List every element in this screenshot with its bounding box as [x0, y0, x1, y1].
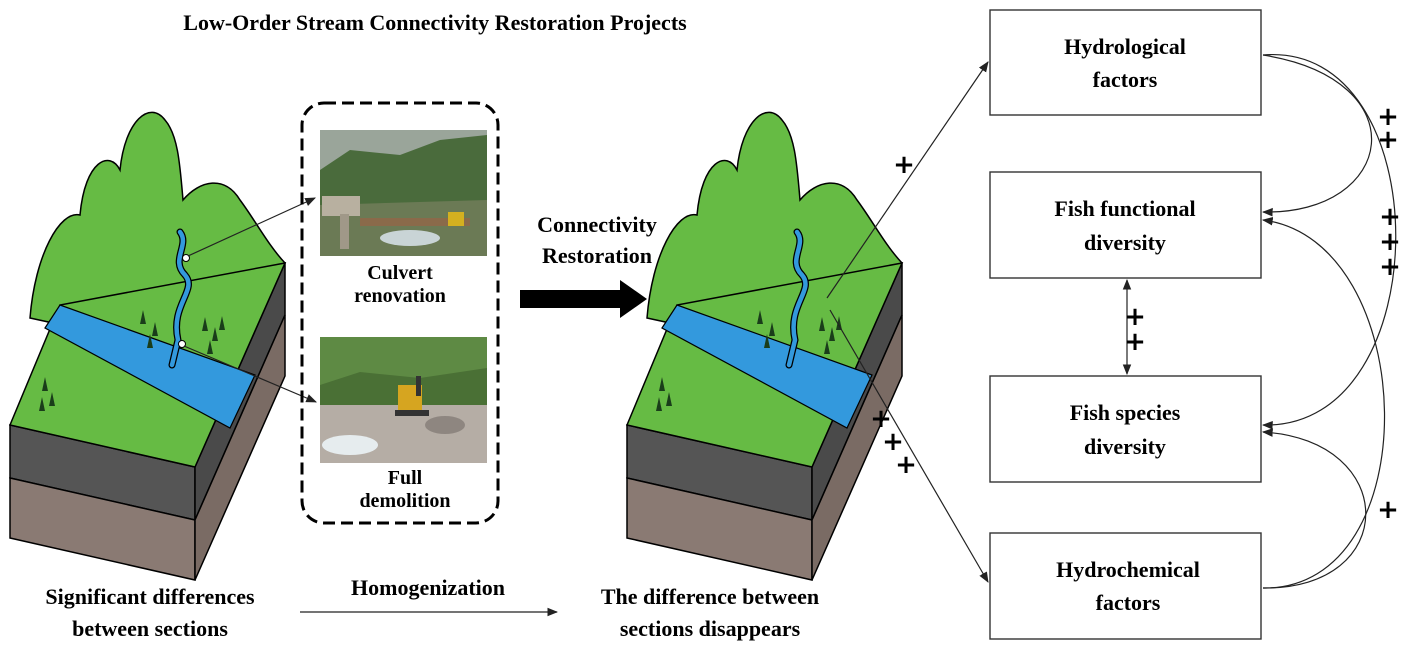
arc-hydrochem-to-species [1261, 428, 1367, 589]
homogenization-label: Homogenization [351, 575, 505, 600]
plus-markers: + + + + + + + + + + + + [870, 102, 1401, 525]
hydrochemical-line1: Hydrochemical [1056, 557, 1200, 582]
arrow-to-demolition-photo [183, 345, 317, 403]
box-hydrological: Hydrological factors [989, 9, 1262, 116]
demolition-label-line2: demolition [359, 490, 450, 512]
plus-hydrochemical-2: + [882, 427, 904, 457]
landscape-after [627, 112, 902, 580]
box-fish-species: Fish species diversity [989, 375, 1262, 483]
arrow-to-culvert-photo [187, 197, 316, 257]
plus-hydrological: + [893, 150, 915, 180]
restoration-label-line2: Restoration [542, 243, 652, 268]
plus-hydro-species-3: + [1379, 252, 1401, 282]
fish-functional-line2: diversity [1084, 230, 1166, 255]
plus-hydrochem-species: + [1377, 495, 1399, 525]
demolition-photo [320, 337, 487, 463]
restoration-label-line1: Connectivity [537, 212, 657, 237]
culvert-photo [320, 130, 487, 256]
box-hydrochemical: Hydrochemical factors [989, 532, 1262, 640]
plus-hydrochemical-1: + [870, 404, 892, 434]
fish-functional-line1: Fish functional [1054, 196, 1195, 221]
fish-species-line2: diversity [1084, 434, 1166, 459]
culvert-label-line2: renovation [354, 285, 446, 307]
box-fish-functional: Fish functional diversity [989, 171, 1262, 279]
fish-species-line1: Fish species [1070, 400, 1181, 425]
arc-hydrochem-to-functional [1261, 216, 1386, 589]
plus-functional-species-1: + [1124, 302, 1146, 332]
culvert-label-line1: Culvert [367, 262, 433, 284]
hydrological-line1: Hydrological [1064, 34, 1186, 59]
arc-hydro-to-functional [1261, 54, 1373, 217]
before-state-line1: Significant differences [45, 584, 255, 609]
before-state-line2: between sections [72, 616, 228, 641]
landscape-before [10, 112, 285, 580]
demolition-label-line1: Full [388, 467, 423, 489]
restoration-arrow [520, 280, 647, 318]
plus-hydro-functional-2: + [1377, 125, 1399, 155]
plus-hydro-functional-1: + [1377, 102, 1399, 132]
arrow-to-hydrological [826, 61, 989, 299]
diagram-title: Low-Order Stream Connectivity Restoratio… [183, 10, 687, 35]
plus-functional-species-2: + [1124, 327, 1146, 357]
restoration-methods-panel: Culvert renovation Full demolition [300, 101, 500, 525]
after-state-line1: The difference between [601, 584, 819, 609]
after-state-line2: sections disappears [620, 616, 801, 641]
hydrochemical-line2: factors [1096, 590, 1161, 615]
plus-hydrochemical-3: + [895, 450, 917, 480]
plus-hydro-species-2: + [1379, 227, 1401, 257]
plus-hydro-species-1: + [1379, 202, 1401, 232]
arrow-to-hydrochemical [829, 309, 989, 583]
hydrological-line2: factors [1093, 67, 1158, 92]
culvert-marker [182, 254, 190, 262]
barrier-marker [178, 340, 186, 348]
arc-hydro-to-species [1261, 54, 1397, 430]
